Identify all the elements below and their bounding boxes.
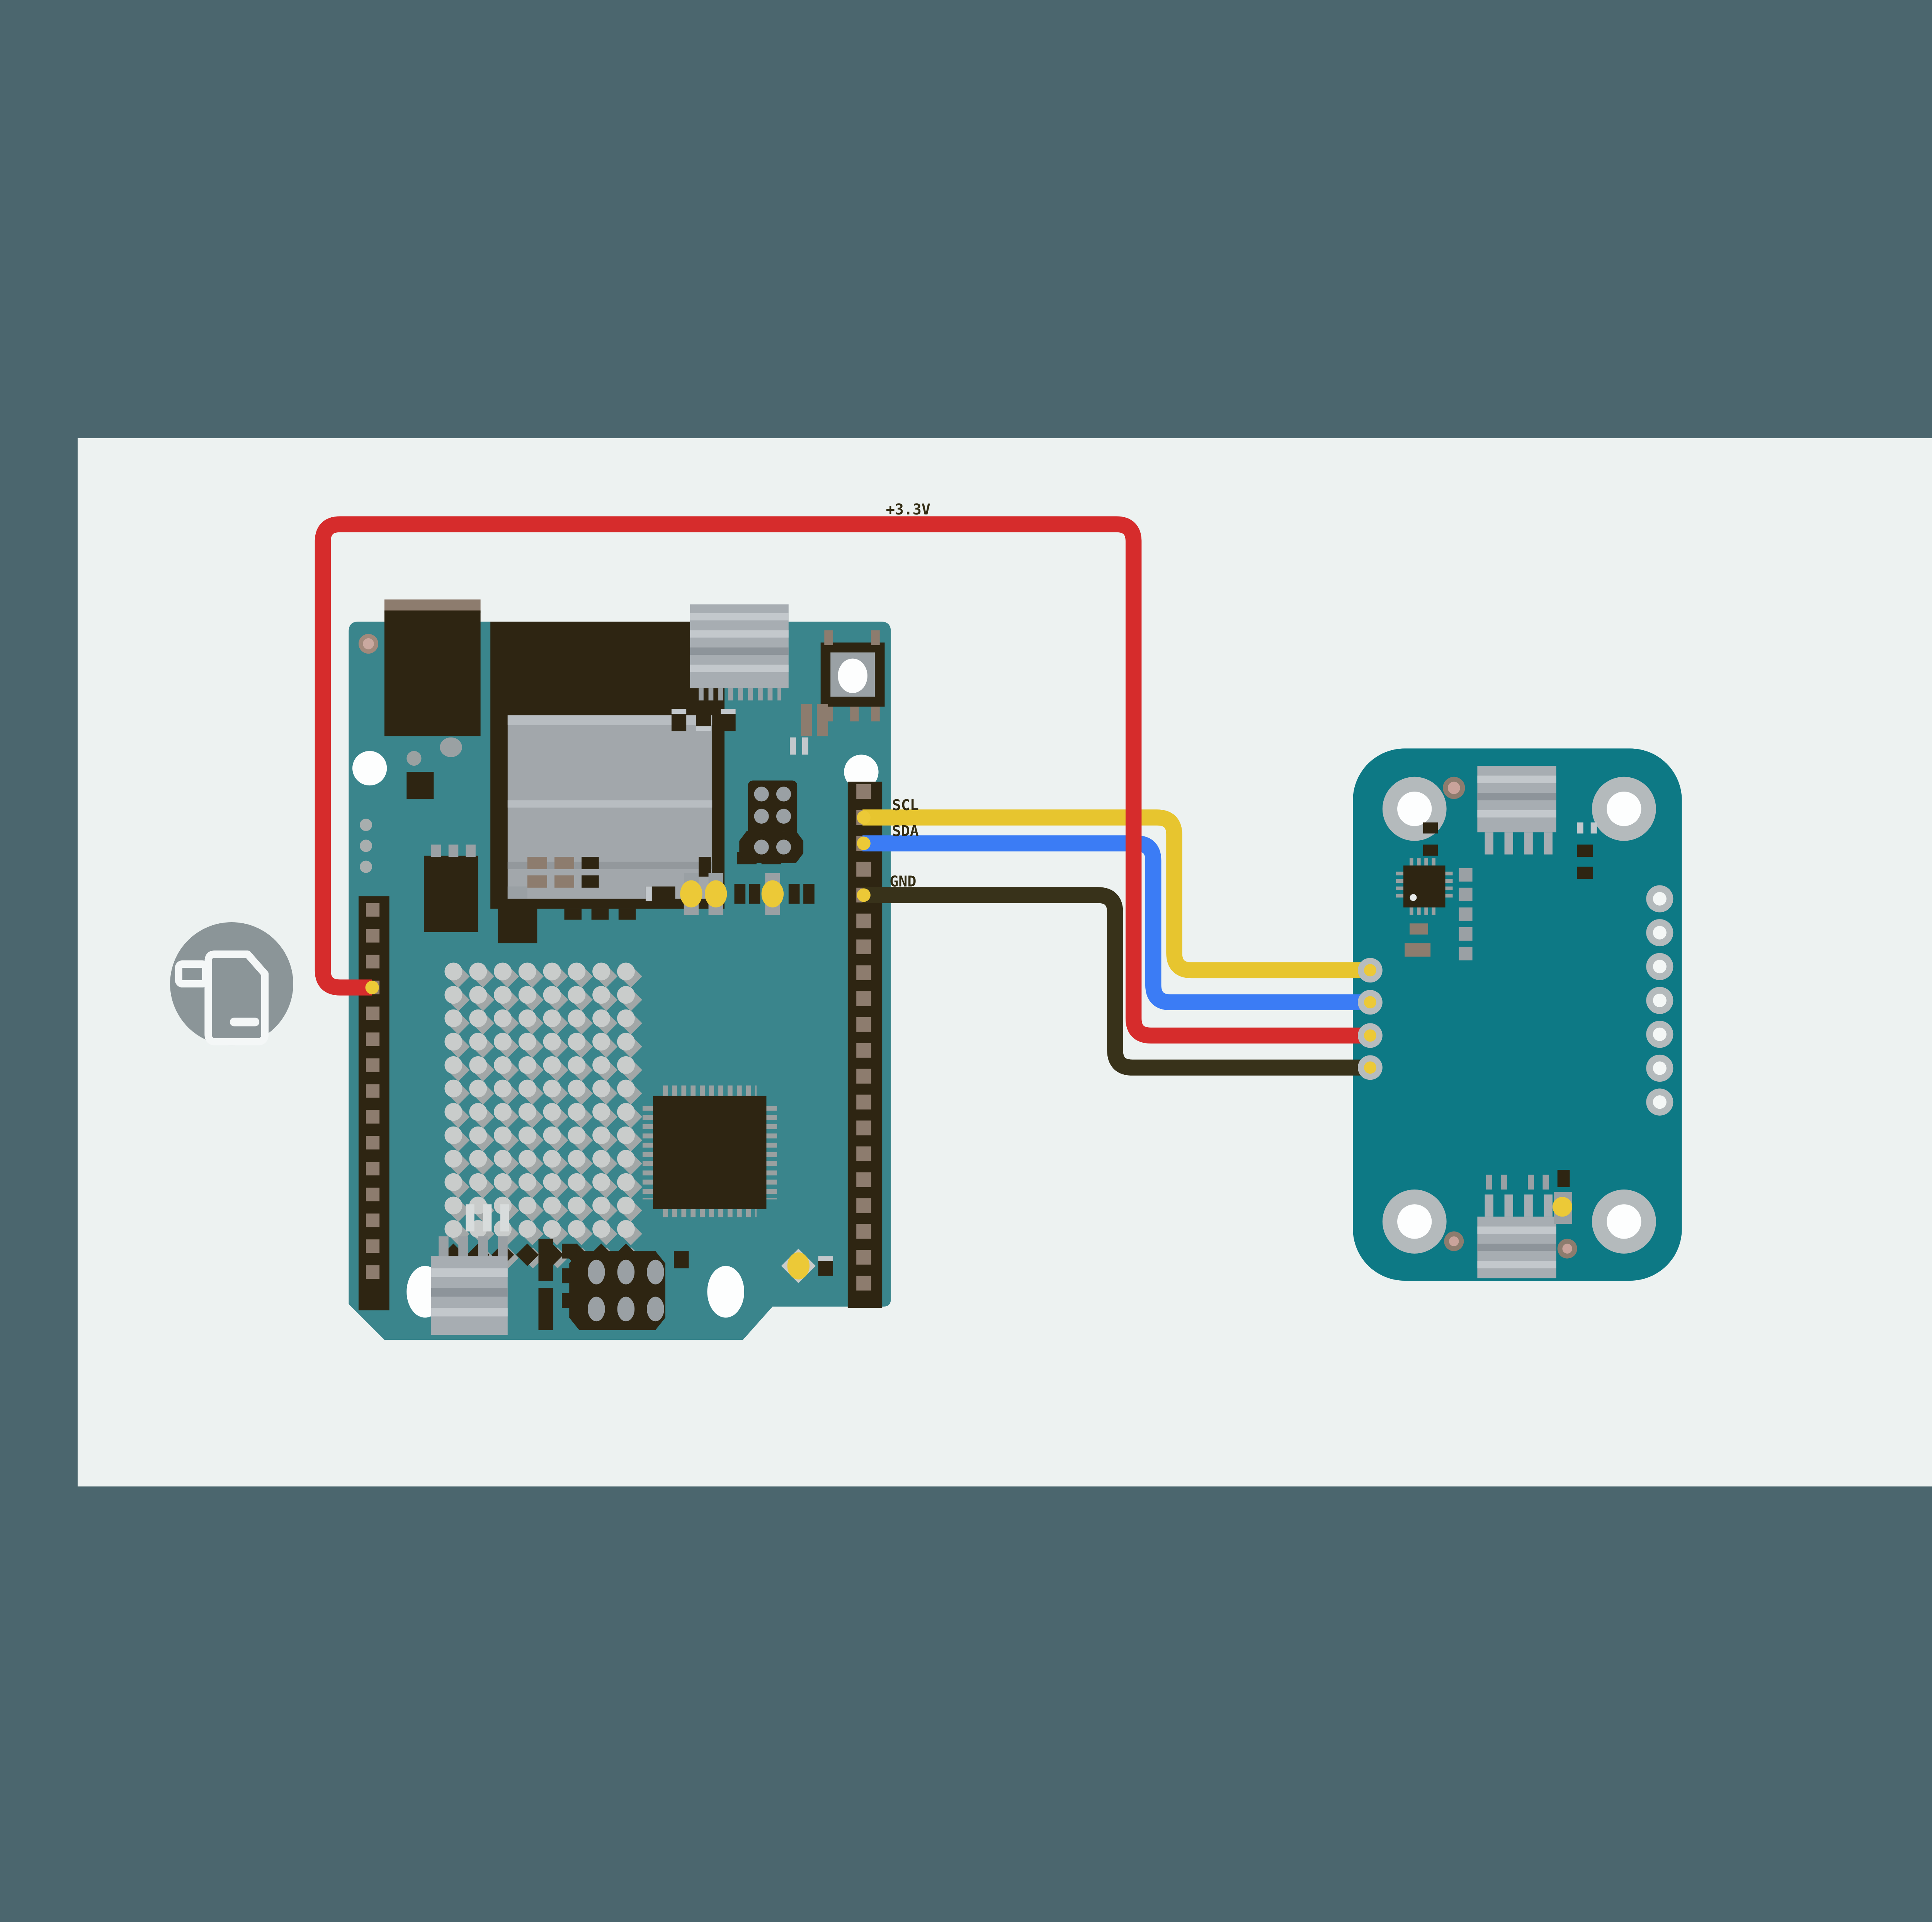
sda-pin: [857, 836, 871, 850]
power-wire[interactable]: [315, 516, 1366, 1044]
usb-connector: [690, 604, 789, 701]
sensor-ic: [1396, 858, 1473, 960]
main-mcu-chip: [642, 1085, 777, 1217]
led-matrix: [442, 962, 642, 1269]
wifi-module: [490, 621, 724, 909]
connection-pins: [365, 811, 1383, 1080]
sensor-wire-pads: [1358, 958, 1383, 1080]
sensor-bottom-connector: [1477, 1169, 1572, 1278]
left-header-pads: [365, 903, 380, 1279]
plated-hole-center: [363, 638, 374, 649]
mounting-slot: [707, 1266, 745, 1318]
component-thumbnail-button[interactable]: [170, 922, 293, 1045]
microcontroller-board[interactable]: [349, 599, 891, 1340]
scl-wire-label: SCL: [892, 797, 919, 814]
gnd-pin: [857, 888, 871, 902]
scl-wire[interactable]: [862, 809, 1366, 979]
scl-pin: [857, 811, 871, 824]
board-icon: [175, 950, 269, 1045]
led: [761, 880, 784, 907]
mounting-hole: [352, 751, 387, 786]
led: [787, 1252, 810, 1280]
power-wire-label: +3.3V: [886, 501, 930, 518]
sensor-led: [1552, 1197, 1572, 1217]
led: [680, 880, 702, 907]
power-jack: [384, 599, 481, 757]
gnd-wire[interactable]: [862, 887, 1366, 1076]
sensor-top-connector: [1477, 766, 1556, 855]
sensor-breakout-board[interactable]: [1353, 748, 1682, 1281]
power-pin: [365, 981, 379, 994]
led: [704, 880, 727, 907]
mounting-hole: [844, 755, 879, 789]
sensor-right-pin-holes: [1646, 885, 1673, 1116]
gnd-wire-label: GND: [889, 873, 916, 890]
wires: [315, 516, 1366, 1076]
bottom-components: [431, 1204, 833, 1335]
smd-components: [360, 704, 828, 996]
status-leds: [680, 831, 815, 915]
reset-button[interactable]: [820, 630, 885, 722]
sda-wire[interactable]: [862, 835, 1366, 1011]
sda-wire-label: SDA: [892, 823, 919, 840]
